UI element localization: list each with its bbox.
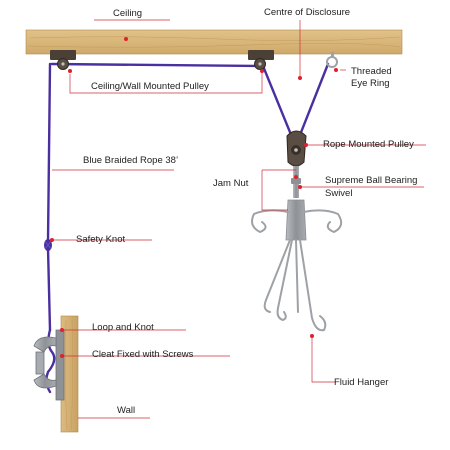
label-cleat: Cleat Fixed with Screws [92,349,194,360]
marker-rope-pulley [304,143,308,147]
fluid-hanger [251,199,343,332]
label-wall: Wall [117,405,136,416]
marker-ceiling [124,37,128,41]
marker-jam-nut [294,175,298,179]
marker-loop-knot [60,328,64,332]
label-rope-mounted-pulley: Rope Mounted Pulley [323,139,414,150]
label-swivel-2: Swivel [325,188,353,199]
marker-safety-knot [50,238,54,242]
label-loop-and-knot: Loop and Knot [92,322,154,333]
marker-swivel [298,185,302,189]
leader-lines [52,19,426,419]
safety-knot [44,239,52,251]
ceiling-pulley-right [248,50,274,70]
marker-cleat [60,354,64,358]
label-threaded-eye-ring-2: Eye Ring [351,78,390,89]
ceiling-beam [25,29,403,55]
label-fluid-hanger: Fluid Hanger [334,377,389,388]
label-centre-of-disclosure: Centre of Disclosure [264,7,351,18]
label-safety-knot: Safety Knot [76,234,126,245]
marker-right-pulley [260,69,264,73]
marker-centre [298,76,302,80]
rope-mounted-pulley [286,130,307,167]
label-jam-nut: Jam Nut [213,178,249,189]
marker-dots [50,37,338,358]
marker-left-pulley [68,69,72,73]
label-swivel-1: Supreme Ball Bearing [325,175,418,186]
label-ceiling-wall-pulley: Ceiling/Wall Mounted Pulley [91,81,209,92]
label-ceiling: Ceiling [113,8,143,19]
threaded-eye-ring [326,52,338,68]
wall-cleat [33,329,65,401]
wall-board [60,315,79,433]
blue-braided-rope [45,62,330,394]
label-threaded-eye-ring-1: Threaded [351,66,392,77]
ceiling-pulley-left [50,50,76,70]
marker-eye-ring [334,68,338,72]
label-blue-braided-rope: Blue Braided Rope 38’ [83,155,179,166]
swivel-assembly [291,166,301,198]
marker-fluid-hanger [310,334,314,338]
